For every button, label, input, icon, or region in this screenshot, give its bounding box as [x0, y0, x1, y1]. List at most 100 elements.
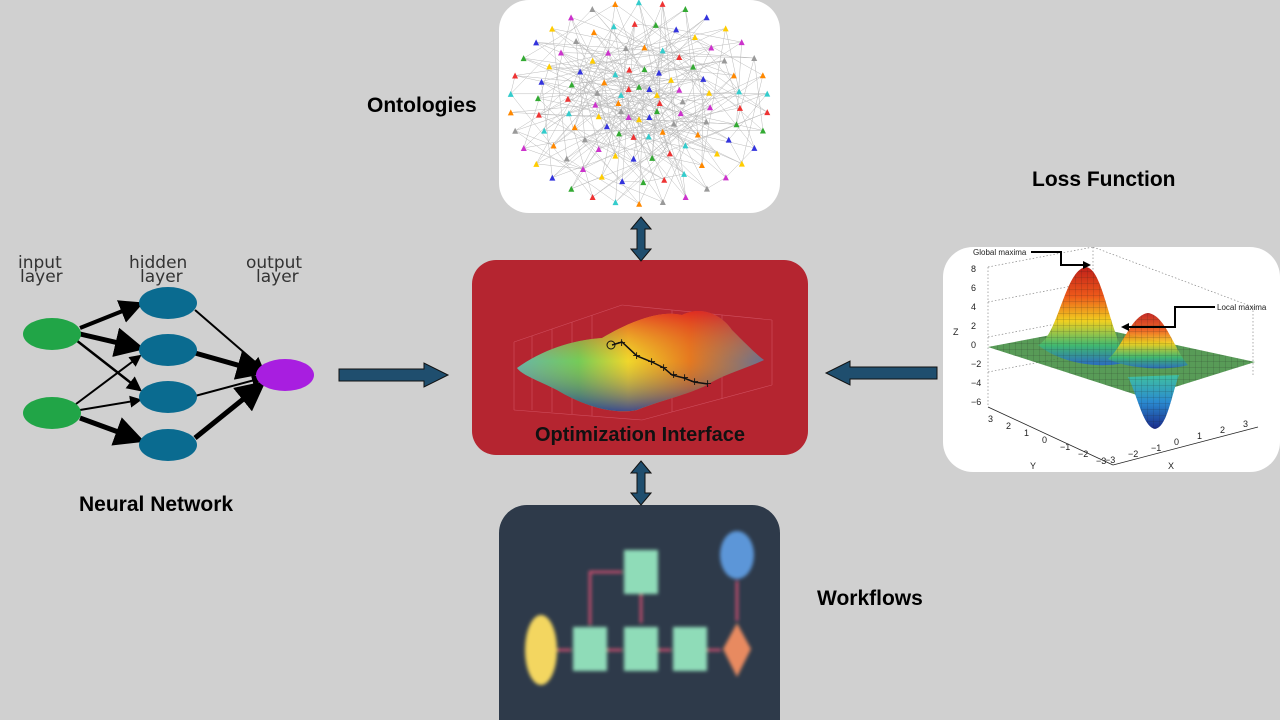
ontology-node	[751, 144, 758, 151]
ontology-node	[682, 142, 689, 149]
ontology-node	[708, 44, 715, 51]
end-oval	[720, 531, 754, 579]
ontology-node	[541, 127, 548, 134]
ontology-edge	[592, 107, 711, 198]
ontology-edge	[739, 107, 755, 148]
process-box-1	[573, 627, 607, 671]
ontology-node	[764, 109, 771, 116]
z-tick-label: 8	[971, 264, 976, 274]
ontology-edge	[662, 17, 707, 51]
ontology-edge	[598, 3, 616, 117]
ontology-edge	[662, 3, 680, 90]
ontology-node	[589, 57, 596, 64]
svg-text:+: +	[680, 371, 689, 384]
ontology-edge	[570, 17, 608, 127]
ontology-node	[581, 136, 588, 143]
ontology-node	[630, 155, 637, 162]
ontology-node	[676, 86, 683, 93]
ontology-node	[635, 0, 642, 6]
nn-connections	[75, 300, 267, 446]
ontology-node	[659, 0, 666, 7]
ontology-node	[759, 127, 766, 134]
ontology-edge	[604, 78, 704, 83]
input-node-1	[23, 318, 81, 350]
ontology-edge	[551, 28, 567, 159]
y-tick-label: 0	[1042, 435, 1047, 445]
ontology-node	[751, 54, 758, 61]
ontology-node	[733, 121, 740, 128]
ontology-edge	[523, 147, 584, 170]
y-tick-label: −3	[1096, 456, 1106, 466]
ontology-node	[703, 185, 710, 192]
y-tick-label: 3	[988, 414, 993, 424]
ontology-node	[612, 71, 619, 78]
ontology-edge	[644, 47, 768, 113]
ontology-edge	[515, 41, 742, 76]
ontology-edge	[598, 101, 683, 150]
ontology-node	[549, 25, 556, 32]
ontology-node	[557, 49, 564, 56]
ontology-node	[568, 14, 575, 21]
ontology-edge	[544, 113, 570, 131]
ontology-edge	[560, 52, 755, 59]
ontology-edge	[566, 158, 640, 205]
decision-diamond	[723, 623, 751, 677]
ontology-node	[612, 152, 619, 159]
ontology-node	[595, 146, 602, 153]
ontology-edge	[570, 17, 622, 112]
ontology-edge	[615, 75, 735, 203]
ontology-node	[673, 26, 680, 33]
ontology-graph	[507, 0, 771, 207]
ontology-edge	[615, 153, 671, 203]
workflows-panel	[499, 505, 780, 720]
ontology-node	[690, 63, 697, 70]
ontology-edge	[523, 3, 616, 59]
ontology-node	[507, 109, 514, 116]
ontology-node	[563, 155, 570, 162]
y-tick-label: 1	[1024, 428, 1029, 438]
ontology-node	[682, 5, 689, 12]
ontology-edge	[615, 48, 627, 203]
svg-text:+: +	[617, 336, 626, 349]
ontology-edge	[676, 29, 742, 43]
ontology-edge	[680, 112, 727, 178]
output-layer-label-1: output	[246, 253, 302, 273]
x-tick-label: −3	[1105, 455, 1115, 465]
ontology-node	[549, 174, 556, 181]
ontology-edge	[592, 8, 645, 70]
ontology-edge	[541, 81, 634, 138]
ontology-edge	[673, 123, 708, 189]
arrow-ontologies-optimization	[630, 216, 652, 262]
ontology-edge	[571, 60, 725, 85]
ontology-node	[622, 45, 629, 52]
ontology-edge	[595, 104, 616, 156]
ontology-node	[764, 90, 771, 97]
ontology-node	[589, 6, 596, 13]
ontology-edge	[579, 26, 614, 72]
process-box-2	[624, 627, 658, 671]
neural-network-label: Neural Network	[79, 493, 234, 516]
ontology-node	[655, 69, 662, 76]
ontology-node	[573, 37, 580, 44]
ontology-node	[589, 194, 596, 201]
ontology-edge	[568, 78, 704, 114]
ontology-node	[659, 47, 666, 54]
ontology-edge	[638, 69, 645, 204]
ontology-node	[534, 95, 541, 102]
ontology-node	[568, 81, 575, 88]
ontology-node	[577, 68, 584, 75]
ontology-node	[722, 25, 729, 32]
ontology-edge	[536, 60, 593, 164]
hidden-node-2	[139, 334, 197, 366]
ontology-edge	[620, 110, 742, 164]
ontology-node	[646, 114, 653, 121]
svg-text:+: +	[669, 368, 678, 381]
svg-text:+: +	[632, 349, 641, 362]
ontology-edge	[575, 40, 616, 75]
neural-network-diagram: input layer hidden layer output layer	[18, 253, 314, 461]
ontology-node	[661, 176, 668, 183]
ontology-node	[568, 185, 575, 192]
ontology-edge	[552, 94, 658, 178]
